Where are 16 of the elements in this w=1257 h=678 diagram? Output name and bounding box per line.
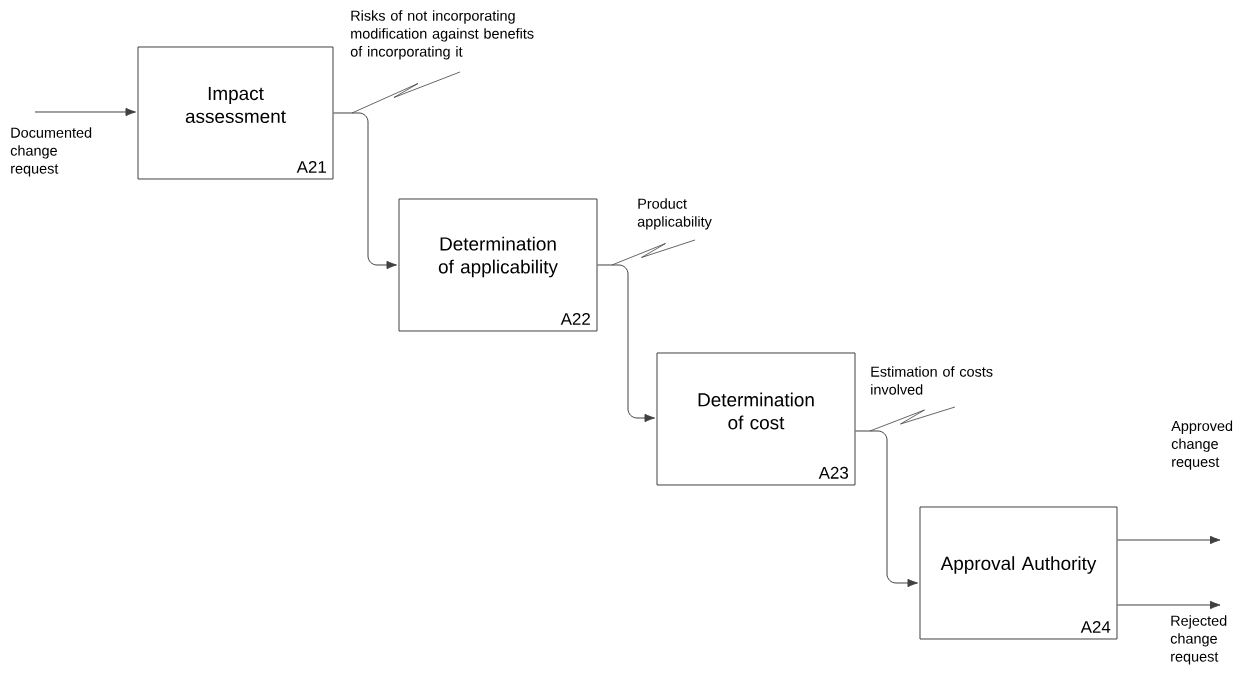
process-box: Determination of applicability A22: [398, 198, 598, 332]
arrow: [34, 107, 136, 117]
arrow: [333, 112, 397, 270]
edge-label: Approved change request: [1171, 420, 1233, 470]
edge-label: Documented change request: [10, 127, 92, 177]
process-box: Impact assessment A21: [137, 46, 334, 180]
arrow: [597, 264, 655, 423]
arrow: [1117, 535, 1221, 545]
edge-label: Product applicability: [637, 198, 712, 230]
arrow: [1117, 600, 1221, 610]
process-box: Approval Authority A24: [919, 506, 1118, 640]
process-box: Determination of cost A23: [656, 352, 856, 486]
arrow: [855, 430, 918, 588]
edge-label: Risks of not incorporating modification against benefits of incorporating it: [350, 10, 534, 60]
edge-label: Estimation of costs involved: [871, 366, 993, 395]
edge-label: Rejected change request: [1170, 615, 1227, 665]
